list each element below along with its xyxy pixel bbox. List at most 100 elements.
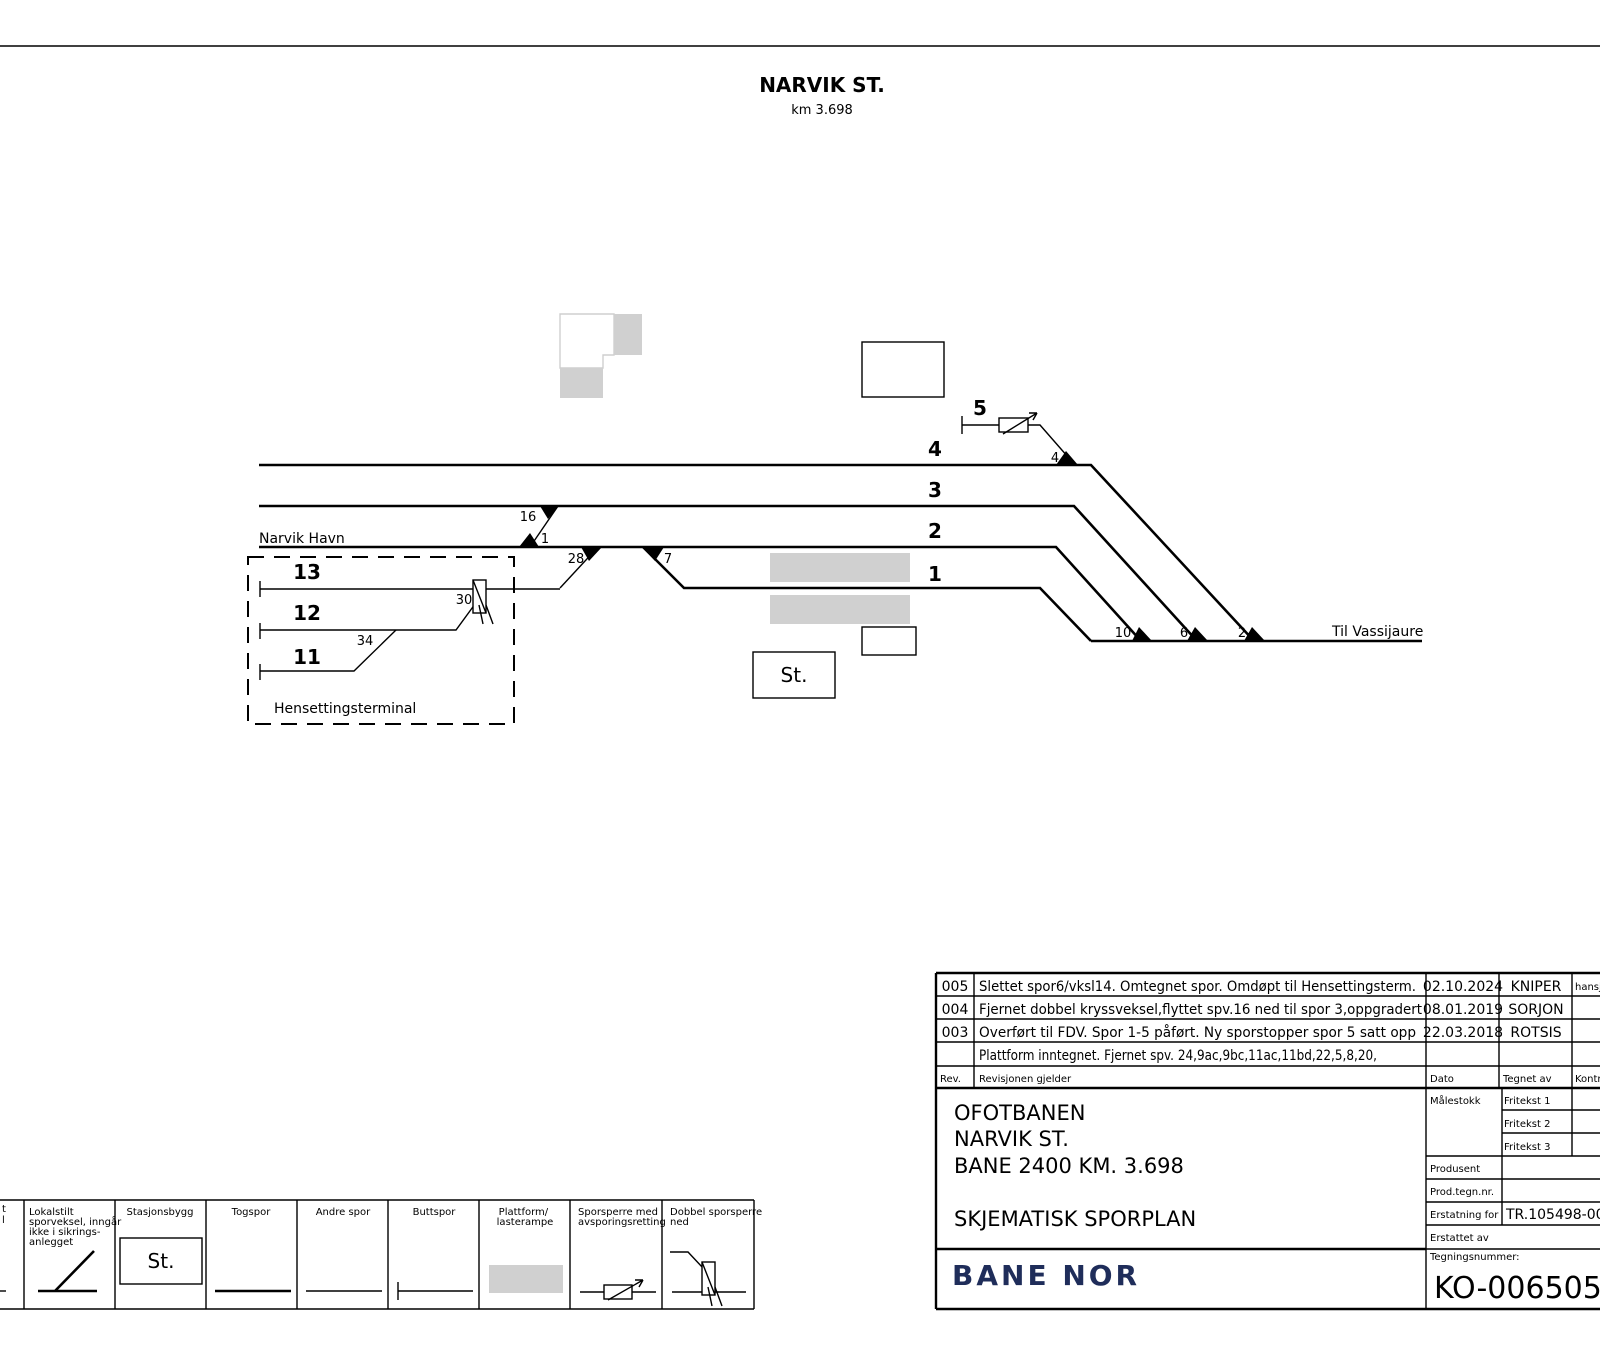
track-11-label: 11 [293, 645, 321, 669]
switch-1-marker [519, 533, 539, 547]
rev-row-1-text: Slettet spor6/vksl14. Omtegnet spor. Omd… [979, 979, 1416, 995]
track-4-label: 4 [928, 437, 942, 461]
legend-label-derailer: Sporsperre med avsporingsretting [578, 1207, 666, 1228]
building-shaded-lower [560, 368, 603, 398]
legend-border [0, 1199, 754, 1310]
platform-upper [770, 553, 910, 582]
date-header: Dato [1430, 1074, 1454, 1085]
drawn-by-header: Tegnet av [1502, 1074, 1552, 1085]
switch-10-marker [1132, 627, 1152, 641]
bane-nor-logo: BANE NOR [952, 1259, 1140, 1292]
project-line-2: NARVIK ST. [954, 1127, 1069, 1151]
legend: t l Lokalstilt sporveksel, inngår ikke i… [0, 1199, 762, 1310]
legend-label-other-track: Andre spor [316, 1207, 371, 1218]
track-3 [259, 504, 1198, 642]
derailer-arrow [1002, 412, 1038, 435]
track-2 [259, 545, 1142, 642]
hensettingsterminal-area [247, 556, 515, 725]
legend-symbol-buffer-track [397, 1282, 473, 1300]
title-block: 005 Slettet spor6/vksl14. Omtegnet spor.… [934, 971, 1600, 1311]
rev-header: Rev. [940, 1074, 961, 1085]
small-building [861, 626, 917, 656]
project-line-3: BANE 2400 KM. 3.698 [954, 1154, 1184, 1178]
legend-symbol-derailer-arrow [607, 1279, 644, 1301]
rev-row-1-date: 02.10.2024 [1423, 979, 1503, 995]
legend-symbol-platform [489, 1265, 563, 1293]
rev-desc-header: Revisjonen gjelder [979, 1074, 1072, 1085]
switch-10-label: 10 [1115, 626, 1132, 641]
station-building [752, 651, 836, 699]
legend-symbol-local-switch [38, 1250, 97, 1293]
narvik-havn-label: Narvik Havn [259, 531, 345, 547]
legend-symbol-station-building [119, 1237, 203, 1285]
legend-label-buffer-track: Buttspor [413, 1207, 457, 1218]
hensettingsterminal-label: Hensettingsterminal [274, 701, 416, 717]
rev-row-3-drawn-by: ROTSIS [1510, 1025, 1561, 1041]
producer-label: Produsent [1430, 1164, 1480, 1175]
revision-row-lines [936, 995, 1600, 1067]
track-12-label: 12 [293, 601, 321, 625]
legend-dividers [23, 1200, 755, 1309]
switch-16-marker [540, 506, 559, 519]
track-1-label: 1 [928, 562, 942, 586]
platform-lower [770, 595, 910, 624]
track-4 [259, 463, 1255, 642]
track-5 [1028, 424, 1076, 466]
legend-label-train-track: Togspor [231, 1207, 272, 1218]
switch-7-label: 7 [664, 552, 672, 567]
rev-row-2-drawn-by: SORJON [1508, 1002, 1563, 1018]
switch-2-label: 2 [1238, 626, 1246, 641]
title-block-frame [934, 971, 1600, 1311]
free-text-1: Fritekst 1 [1504, 1096, 1550, 1107]
building-shaded-right [614, 314, 642, 355]
switch-30-label: 30 [456, 593, 473, 608]
plan-title: SKJEMATISK SPORPLAN [954, 1207, 1196, 1231]
switch-34-label: 34 [357, 634, 374, 649]
rev-row-1-drawn-by: KNIPER [1511, 979, 1562, 995]
track-2-label: 2 [928, 519, 942, 543]
track-5-buffer-stop [961, 416, 999, 434]
checked-header: Kontr [1575, 1074, 1600, 1085]
legend-symbol-derailer [603, 1284, 633, 1300]
rev-row-2-number: 004 [942, 1002, 969, 1018]
revision-column-lines [973, 973, 1573, 1309]
rev-row-1-number: 005 [942, 979, 969, 995]
switch-4-marker [1056, 451, 1078, 465]
til-vassijaure-label: Til Vassijaure [1331, 624, 1423, 640]
rev-row-4-text: Plattform inntegnet. Fjernet spv. 24,9ac… [979, 1048, 1377, 1064]
free-text-2: Fritekst 2 [1504, 1119, 1550, 1130]
switch-2-marker [1244, 627, 1265, 641]
switch-6-label: 6 [1180, 626, 1188, 641]
switch-7-marker [642, 547, 664, 561]
legend-label-local-switch: Lokalstilt sporveksel, inngår ikke i sik… [29, 1207, 124, 1248]
legend-label-platform: Plattform/ lasterampe [497, 1207, 554, 1228]
legend-symbol-double-derailer-arrows [701, 1261, 723, 1307]
prod-no-label: Prod.tegn.nr. [1430, 1187, 1494, 1198]
rev-row-3-text: Overført til FDV. Spor 1-5 påført. Ny sp… [979, 1024, 1416, 1041]
track-13-label: 13 [293, 560, 321, 584]
track-1 [642, 546, 1092, 642]
drawing-number-label: Tegningsnummer: [1429, 1252, 1520, 1263]
drawing-number: KO-006505- [1434, 1271, 1600, 1306]
legend-partial-prev-1: t [2, 1204, 6, 1215]
scale-label: Målestokk [1430, 1094, 1481, 1107]
switch-16-label: 16 [520, 510, 537, 525]
crossover-16 [529, 505, 559, 548]
rev-row-3-date: 22.03.2018 [1423, 1025, 1503, 1041]
station-title: NARVIK ST. [759, 73, 885, 97]
switch-4-label: 4 [1051, 451, 1059, 466]
rev-row-1-checked: hansj [1575, 982, 1600, 993]
legend-partial-prev-2: l [2, 1215, 5, 1226]
building-outline [559, 313, 615, 369]
switch-6-marker [1187, 627, 1208, 641]
replaced-by-label: Erstattet av [1430, 1233, 1489, 1244]
station-building-label: St. [781, 663, 808, 687]
project-line-1: OFOTBANEN [954, 1101, 1085, 1125]
rev-row-3-number: 003 [942, 1025, 969, 1041]
free-text-3: Fritekst 3 [1504, 1142, 1550, 1153]
station-km: km 3.698 [791, 103, 853, 118]
switch-28-label: 28 [568, 552, 585, 567]
double-derailer-30-arrows [472, 579, 494, 625]
